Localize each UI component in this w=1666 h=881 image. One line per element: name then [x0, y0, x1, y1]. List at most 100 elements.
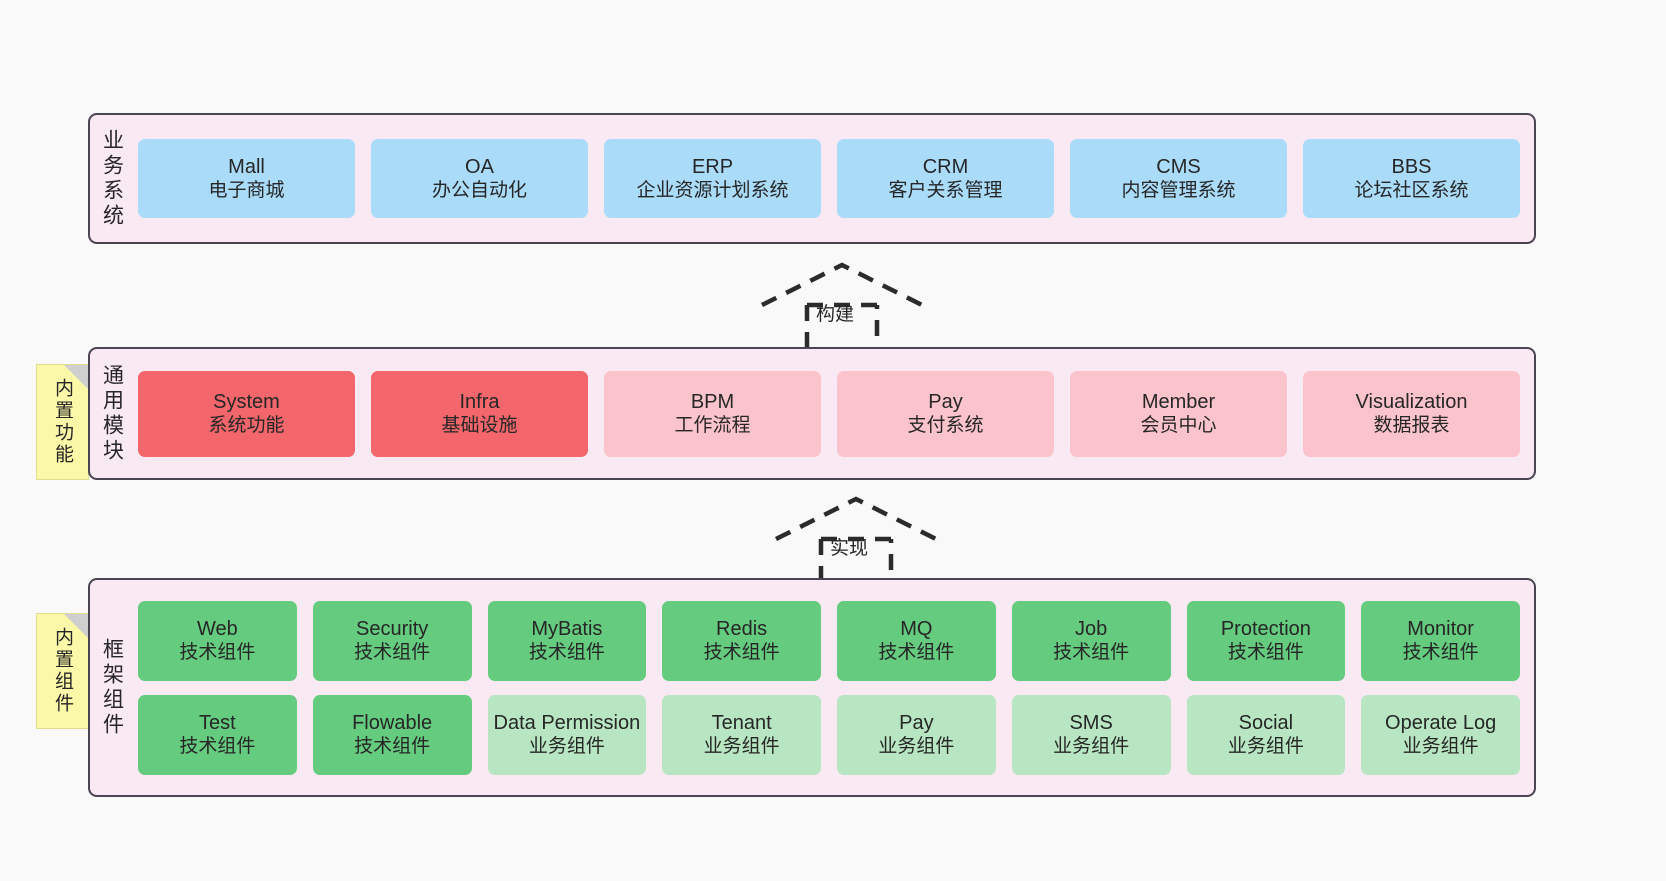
- note-fold-corner-icon: [64, 365, 88, 389]
- node-data-permission[interactable]: Data Permission 业务组件: [487, 694, 647, 775]
- node-label-cn: 技术组件: [179, 736, 256, 758]
- node-label-en: System: [213, 390, 280, 413]
- node-label-cn: 业务组件: [878, 736, 955, 758]
- node-label-cn: 系统功能: [208, 415, 285, 437]
- node-pay-module[interactable]: Pay 支付系统: [837, 370, 1054, 457]
- node-redis[interactable]: Redis 技术组件: [662, 600, 821, 681]
- node-label-en: ERP: [691, 155, 734, 178]
- note-builtin-function[interactable]: 内置功能: [36, 364, 89, 480]
- node-label-en: OA: [465, 155, 494, 178]
- node-label-en: SMS: [1069, 711, 1113, 734]
- node-cms[interactable]: CMS 内容管理系统: [1070, 139, 1287, 218]
- node-row: Web 技术组件 Security 技术组件 MyBatis 技术组件 Redi…: [138, 600, 1520, 681]
- node-label-en: BPM: [690, 390, 735, 413]
- node-infra[interactable]: Infra 基础设施: [371, 370, 588, 457]
- layer-body-framework-component: Web 技术组件 Security 技术组件 MyBatis 技术组件 Redi…: [134, 580, 1534, 795]
- note-builtin-component[interactable]: 内置组件: [36, 613, 89, 729]
- node-label-en: Pay: [928, 390, 963, 413]
- node-label-cn: 会员中心: [1140, 415, 1217, 437]
- node-label-cn: 业务组件: [703, 736, 780, 758]
- node-operate-log[interactable]: Operate Log 业务组件: [1361, 694, 1520, 775]
- layer-body-business-system: Mall 电子商城 OA 办公自动化 ERP 企业资源计划系统 CRM 客户关系…: [134, 115, 1534, 242]
- node-label-en: Test: [199, 711, 236, 734]
- node-label-cn: 数据报表: [1373, 415, 1450, 437]
- node-label-en: Operate Log: [1385, 711, 1497, 734]
- node-label-cn: 技术组件: [179, 642, 256, 664]
- node-oa[interactable]: OA 办公自动化: [371, 139, 588, 218]
- node-label-cn: 技术组件: [703, 642, 780, 664]
- node-crm[interactable]: CRM 客户关系管理: [837, 139, 1054, 218]
- layer-common-module[interactable]: 通用模块 System 系统功能 Infra 基础设施 BPM 工作流程 Pay…: [88, 347, 1536, 480]
- node-label-en: MyBatis: [531, 617, 603, 640]
- node-label-en: Pay: [899, 711, 934, 734]
- layer-title-common-module: 通用模块: [100, 363, 124, 464]
- node-label-en: Protection: [1220, 617, 1311, 640]
- node-social[interactable]: Social 业务组件: [1186, 694, 1346, 775]
- layer-body-common-module: System 系统功能 Infra 基础设施 BPM 工作流程 Pay 支付系统…: [134, 349, 1534, 478]
- node-label-cn: 技术组件: [1053, 642, 1130, 664]
- node-label-en: Redis: [716, 617, 768, 640]
- node-erp[interactable]: ERP 企业资源计划系统: [604, 139, 821, 218]
- layer-title-framework-component: 框架组件: [100, 637, 124, 738]
- node-label-cn: 技术组件: [354, 736, 431, 758]
- node-bbs[interactable]: BBS 论坛社区系统: [1303, 139, 1520, 218]
- layer-framework-component[interactable]: 框架组件 Web 技术组件 Security 技术组件 MyBatis 技术组件…: [88, 578, 1536, 797]
- node-label-cn: 业务组件: [528, 736, 605, 758]
- node-visualization[interactable]: Visualization 数据报表: [1303, 370, 1520, 457]
- node-bpm[interactable]: BPM 工作流程: [604, 370, 821, 457]
- node-mq[interactable]: MQ 技术组件: [837, 600, 996, 681]
- node-label-cn: 业务组件: [1053, 736, 1130, 758]
- node-label-en: Tenant: [711, 711, 772, 734]
- node-label-en: Infra: [459, 390, 500, 413]
- connector-label-build: 构建: [816, 304, 855, 325]
- node-protection[interactable]: Protection 技术组件: [1186, 600, 1346, 681]
- node-label-cn: 论坛社区系统: [1354, 180, 1469, 202]
- node-label-cn: 业务组件: [1402, 736, 1479, 758]
- node-label-en: Member: [1141, 390, 1216, 413]
- node-label-cn: 基础设施: [441, 415, 518, 437]
- node-label-cn: 企业资源计划系统: [636, 180, 789, 202]
- node-label-en: Visualization: [1355, 390, 1468, 413]
- node-label-en: Flowable: [352, 711, 433, 734]
- node-label-cn: 客户关系管理: [888, 180, 1003, 202]
- node-label-en: Web: [196, 617, 238, 640]
- node-label-cn: 内容管理系统: [1121, 180, 1236, 202]
- node-security[interactable]: Security 技术组件: [312, 600, 472, 681]
- node-label-cn: 技术组件: [1227, 642, 1304, 664]
- node-label-en: Security: [356, 617, 429, 640]
- node-label-en: MQ: [900, 617, 933, 640]
- node-row: System 系统功能 Infra 基础设施 BPM 工作流程 Pay 支付系统…: [138, 370, 1520, 457]
- node-web[interactable]: Web 技术组件: [138, 600, 297, 681]
- node-mybatis[interactable]: MyBatis 技术组件: [487, 600, 647, 681]
- node-mall[interactable]: Mall 电子商城: [138, 139, 355, 218]
- node-label-cn: 工作流程: [674, 415, 751, 437]
- node-job[interactable]: Job 技术组件: [1011, 600, 1171, 681]
- node-row: Mall 电子商城 OA 办公自动化 ERP 企业资源计划系统 CRM 客户关系…: [138, 139, 1520, 218]
- layer-title-business-system: 业务系统: [100, 128, 124, 229]
- node-label-en: Monitor: [1407, 617, 1474, 640]
- node-member[interactable]: Member 会员中心: [1070, 370, 1287, 457]
- node-label-en: Job: [1075, 617, 1108, 640]
- node-label-en: BBS: [1391, 155, 1432, 178]
- node-label-en: Data Permission: [493, 711, 641, 734]
- node-label-en: Social: [1238, 711, 1294, 734]
- node-label-cn: 技术组件: [1402, 642, 1479, 664]
- connector-label-implement: 实现: [830, 538, 869, 559]
- node-label-cn: 支付系统: [907, 415, 984, 437]
- node-test[interactable]: Test 技术组件: [138, 694, 297, 775]
- note-label: 内置组件: [52, 627, 73, 715]
- node-flowable[interactable]: Flowable 技术组件: [312, 694, 472, 775]
- node-system[interactable]: System 系统功能: [138, 370, 355, 457]
- node-label-cn: 技术组件: [878, 642, 955, 664]
- node-row: Test 技术组件 Flowable 技术组件 Data Permission …: [138, 694, 1520, 775]
- node-label-cn: 办公自动化: [431, 180, 527, 202]
- node-label-cn: 技术组件: [354, 642, 431, 664]
- node-sms[interactable]: SMS 业务组件: [1011, 694, 1171, 775]
- node-tenant[interactable]: Tenant 业务组件: [662, 694, 821, 775]
- node-monitor[interactable]: Monitor 技术组件: [1361, 600, 1520, 681]
- node-label-cn: 电子商城: [208, 180, 285, 202]
- node-pay-component[interactable]: Pay 业务组件: [837, 694, 996, 775]
- note-fold-corner-icon: [64, 614, 88, 638]
- layer-business-system[interactable]: 业务系统 Mall 电子商城 OA 办公自动化 ERP 企业资源计划系统 CRM…: [88, 113, 1536, 244]
